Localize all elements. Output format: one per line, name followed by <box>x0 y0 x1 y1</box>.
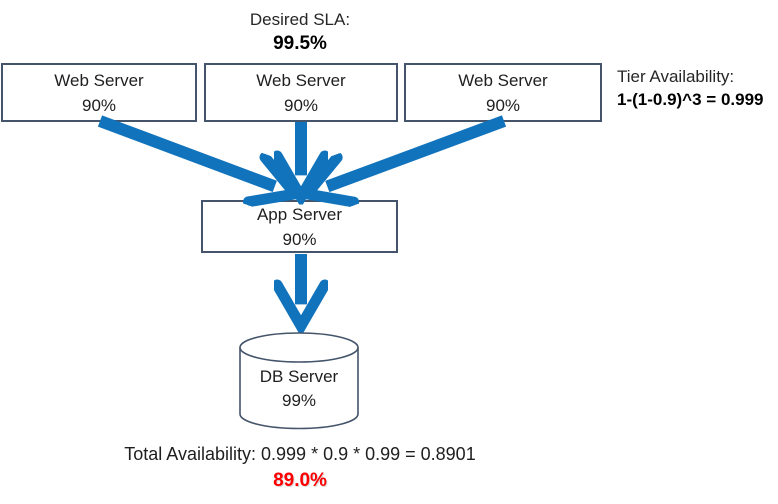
web-server-1-name: Web Server <box>54 70 144 90</box>
web-server-3-name: Web Server <box>458 70 548 90</box>
app-server-availability: 90% <box>282 229 317 249</box>
app-server-box: App Server 90% <box>201 200 398 253</box>
tier-availability-label: Tier Availability: <box>617 67 735 86</box>
db-cylinder-top <box>239 332 359 363</box>
db-cylinder-body <box>239 347 359 430</box>
arrow-web1-to-app <box>97 115 275 186</box>
total-availability-formula: Total Availability: 0.999 * 0.9 * 0.99 =… <box>124 444 476 464</box>
arrow-web3-to-app <box>327 115 507 187</box>
web-server-1-box: Web Server 90% <box>1 63 197 122</box>
web-server-1-availability: 90% <box>81 95 117 115</box>
web-server-2-box: Web Server 90% <box>204 63 398 122</box>
web-server-2-name: Web Server <box>256 70 346 90</box>
db-server-text: DB Server 99% <box>240 365 358 413</box>
db-cylinder-shape <box>239 332 359 430</box>
total-availability-percent: 89.0% <box>273 470 327 491</box>
tier-availability-formula: 1-(1-0.9)^3 = 0.999 <box>617 90 764 109</box>
desired-sla-value: 99.5% <box>273 33 327 54</box>
db-server-name: DB Server <box>259 367 339 386</box>
web-server-3-availability: 90% <box>485 95 521 115</box>
web-server-2-availability: 90% <box>283 95 319 115</box>
total-availability-block: Total Availability: 0.999 * 0.9 * 0.99 =… <box>40 444 560 492</box>
tier-availability-block: Tier Availability: 1-(1-0.9)^3 = 0.999 <box>617 65 778 111</box>
db-server-availability: 99% <box>281 391 317 410</box>
desired-sla-block: Desired SLA: 99.5% <box>150 8 450 56</box>
web-server-3-box: Web Server 90% <box>404 63 602 122</box>
desired-sla-label: Desired SLA: <box>249 10 351 29</box>
app-server-name: App Server <box>256 204 343 224</box>
